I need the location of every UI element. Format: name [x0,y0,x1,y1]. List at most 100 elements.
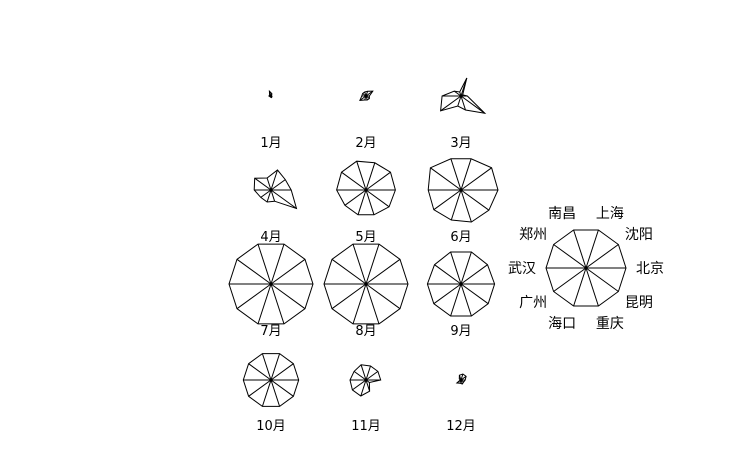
star-spoke [365,283,380,325]
month-stars: 1月 2月 3月 4月 5月 6月 7月 8月 9月 10月 11月 12月 [228,77,499,434]
star-spoke [460,95,466,111]
star-key: 北京沈阳上海南昌郑州武汉广州海口重庆昆明 [508,206,664,332]
star-spoke [356,161,367,191]
star-spoke [270,95,273,98]
month-label: 8月 [355,324,376,339]
key-city-label: 北京 [636,261,664,277]
star-spoke [352,243,367,285]
star-spoke [365,243,380,285]
star-spoke [365,90,374,97]
star-spoke [266,189,272,203]
month-star: 12月 [446,373,476,434]
month-star: 4月 [253,169,298,245]
month-label: 11月 [351,419,381,434]
month-label: 4月 [260,230,281,245]
key-city-label: 广州 [519,295,547,311]
star-spoke [365,370,379,381]
star-spoke [460,189,490,211]
star-spoke [266,177,272,191]
star-spoke [460,373,464,381]
star-spoke [257,243,272,285]
star-spoke [365,189,390,208]
star-spoke [365,379,371,392]
star-spoke [270,189,276,202]
star-spoke [270,353,281,381]
star-spoke [460,283,472,317]
star-spoke [365,162,376,191]
star-spoke [434,264,462,285]
star-spoke [460,95,486,114]
star-spoke [460,375,467,381]
star-spoke [460,251,472,285]
month-star: 5月 [336,160,396,245]
star-spoke [357,189,367,215]
star-spoke [360,379,367,397]
star-spoke [460,283,489,305]
key-spoke [585,267,599,307]
month-label: 3月 [450,136,471,151]
star-spoke [248,379,272,397]
key-city-label: 武汉 [508,261,536,277]
key-spoke [573,267,587,307]
key-city-label: 上海 [596,206,624,222]
star-spoke [236,283,272,310]
star-spoke [365,91,369,97]
star-spoke [365,365,371,381]
star-spoke [331,258,367,285]
star-spoke [457,95,462,107]
key-city-label: 昆明 [625,295,653,311]
star-spoke [260,189,272,198]
month-star: 10月 [242,353,300,434]
star-spoke [456,379,462,384]
star-spoke [359,95,367,101]
month-star: 3月 [440,77,487,151]
month-label: 1月 [260,136,281,151]
key-spoke [585,267,619,292]
key-city-label: 南昌 [548,206,576,222]
star-spoke [270,379,294,397]
star-spoke [352,283,367,325]
star-spoke [433,283,462,305]
star-spoke [360,364,367,381]
star-spoke [270,169,278,191]
star-spoke [270,179,286,191]
star-spoke [270,379,281,407]
star-spoke [453,90,462,97]
key-spoke [553,267,587,292]
key-spoke [585,229,599,269]
month-star: 2月 [355,90,377,151]
star-spoke [460,167,492,191]
star-spoke [365,379,370,383]
star-spoke [261,379,272,407]
star-spoke [261,353,272,381]
key-city-label: 郑州 [519,227,547,243]
month-label: 6月 [450,230,471,245]
star-spoke [365,171,391,191]
star-outline [336,160,396,216]
star-spoke [254,177,272,191]
star-spoke [365,258,401,285]
star-spoke [450,158,462,191]
star-spoke [270,283,285,325]
star-spoke [450,189,462,221]
star-spoke [365,95,370,99]
key-spoke [573,229,587,269]
key-city-label: 重庆 [596,316,624,332]
month-star: 1月 [260,89,282,151]
star-spoke [248,363,272,381]
key-city-label: 沈阳 [625,227,653,243]
star-spoke [270,363,294,381]
star-spoke [353,370,367,381]
star-spoke [460,158,472,191]
star-spoke [365,283,401,310]
star-spoke [460,264,488,285]
star-spoke [460,379,464,383]
star-spoke [365,189,375,215]
month-label: 12月 [446,419,476,434]
month-label: 2月 [355,136,376,151]
month-label: 9月 [450,324,471,339]
star-spoke [270,243,285,285]
month-star: 7月 [228,243,314,339]
key-spoke [585,244,619,269]
